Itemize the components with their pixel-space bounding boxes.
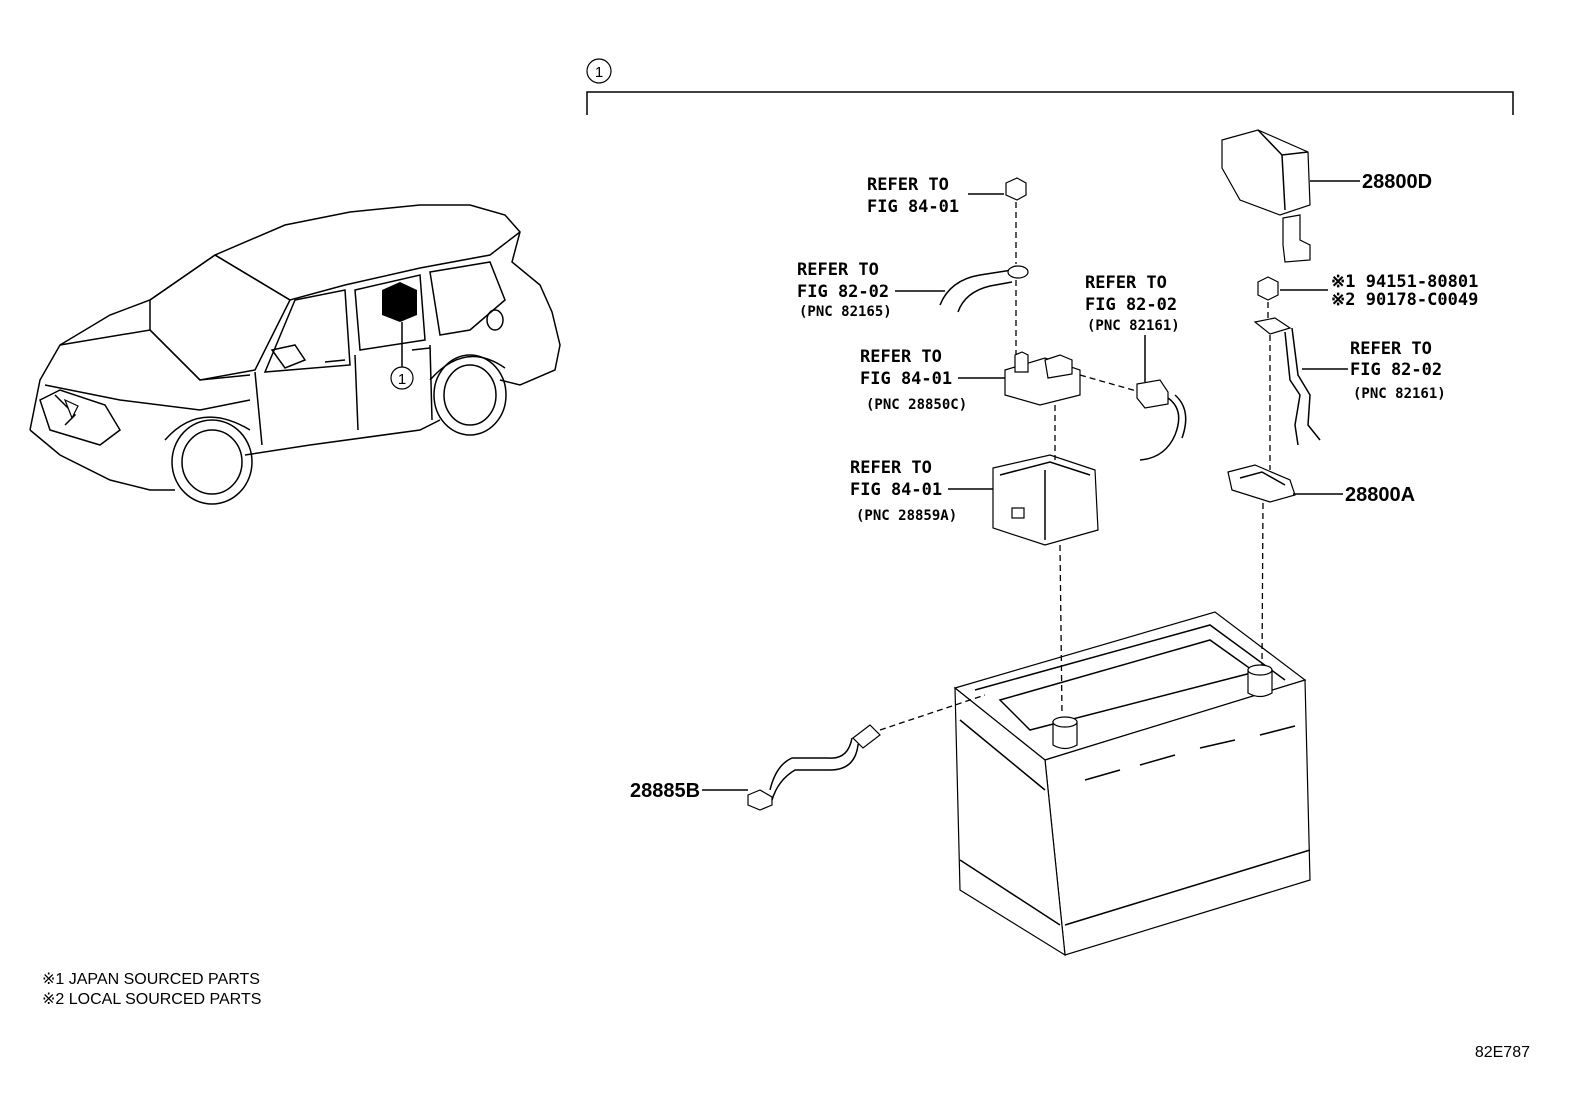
part-number-nut-2: ※2 90178-C0049 [1331, 290, 1478, 310]
ref-label-pnc: (PNC 28859A) [856, 508, 957, 524]
part-number-28800D: 28800D [1362, 171, 1432, 193]
nut-94151 [1257, 276, 1279, 320]
cable-82161-right [1253, 317, 1321, 470]
ref-label-line1: REFER TO [860, 347, 942, 367]
connector-82161 [1136, 379, 1187, 461]
ref-label-line2: FIG 82-02 [797, 282, 889, 302]
footnote-japan: ※1 JAPAN SOURCED PARTS [42, 971, 260, 988]
part-number-28800A: 28800A [1345, 484, 1415, 506]
terminal-cover [992, 405, 1099, 716]
current-sensor [1004, 351, 1141, 406]
battery [953, 611, 1311, 957]
diagram-code: 82E787 [1475, 1044, 1530, 1061]
ground-cable-28885B [747, 694, 986, 811]
ref-label-pnc: (PNC 28850C) [866, 397, 967, 413]
assembly-callout-number: 1 [595, 64, 603, 81]
battery-location-marker [382, 282, 417, 322]
part-number-nut-1: ※1 94151-80801 [1331, 272, 1478, 292]
cover-28800D [1221, 129, 1311, 263]
ref-label-pnc: (PNC 82161) [1087, 318, 1180, 334]
terminal-clamp-28800A [1227, 464, 1296, 666]
ref-label-line2: FIG 84-01 [860, 369, 952, 389]
ref-label-line2: FIG 82-02 [1350, 360, 1442, 380]
ref-label-line1: REFER TO [1350, 339, 1432, 359]
nut-component [1005, 177, 1027, 264]
ref-label-line2: FIG 84-01 [867, 197, 959, 217]
part-number-28885B: 28885B [630, 780, 700, 802]
ref-label-line1: REFER TO [1085, 273, 1167, 293]
vehicle-callout-number: 1 [398, 371, 406, 388]
ref-label-line1: REFER TO [867, 175, 949, 195]
ref-label-line2: FIG 84-01 [850, 480, 942, 500]
ref-label-line1: REFER TO [850, 458, 932, 478]
vehicle-illustration: 1 [29, 204, 561, 505]
ref-label-pnc: (PNC 82165) [799, 304, 892, 320]
ref-label-line1: REFER TO [797, 260, 879, 280]
assembly-bracket: 1 [586, 58, 1514, 115]
cable-82165 [939, 265, 1029, 360]
footnote-local: ※2 LOCAL SOURCED PARTS [42, 991, 261, 1008]
ref-label-line2: FIG 82-02 [1085, 295, 1177, 315]
ref-label-pnc: (PNC 82161) [1353, 386, 1446, 402]
